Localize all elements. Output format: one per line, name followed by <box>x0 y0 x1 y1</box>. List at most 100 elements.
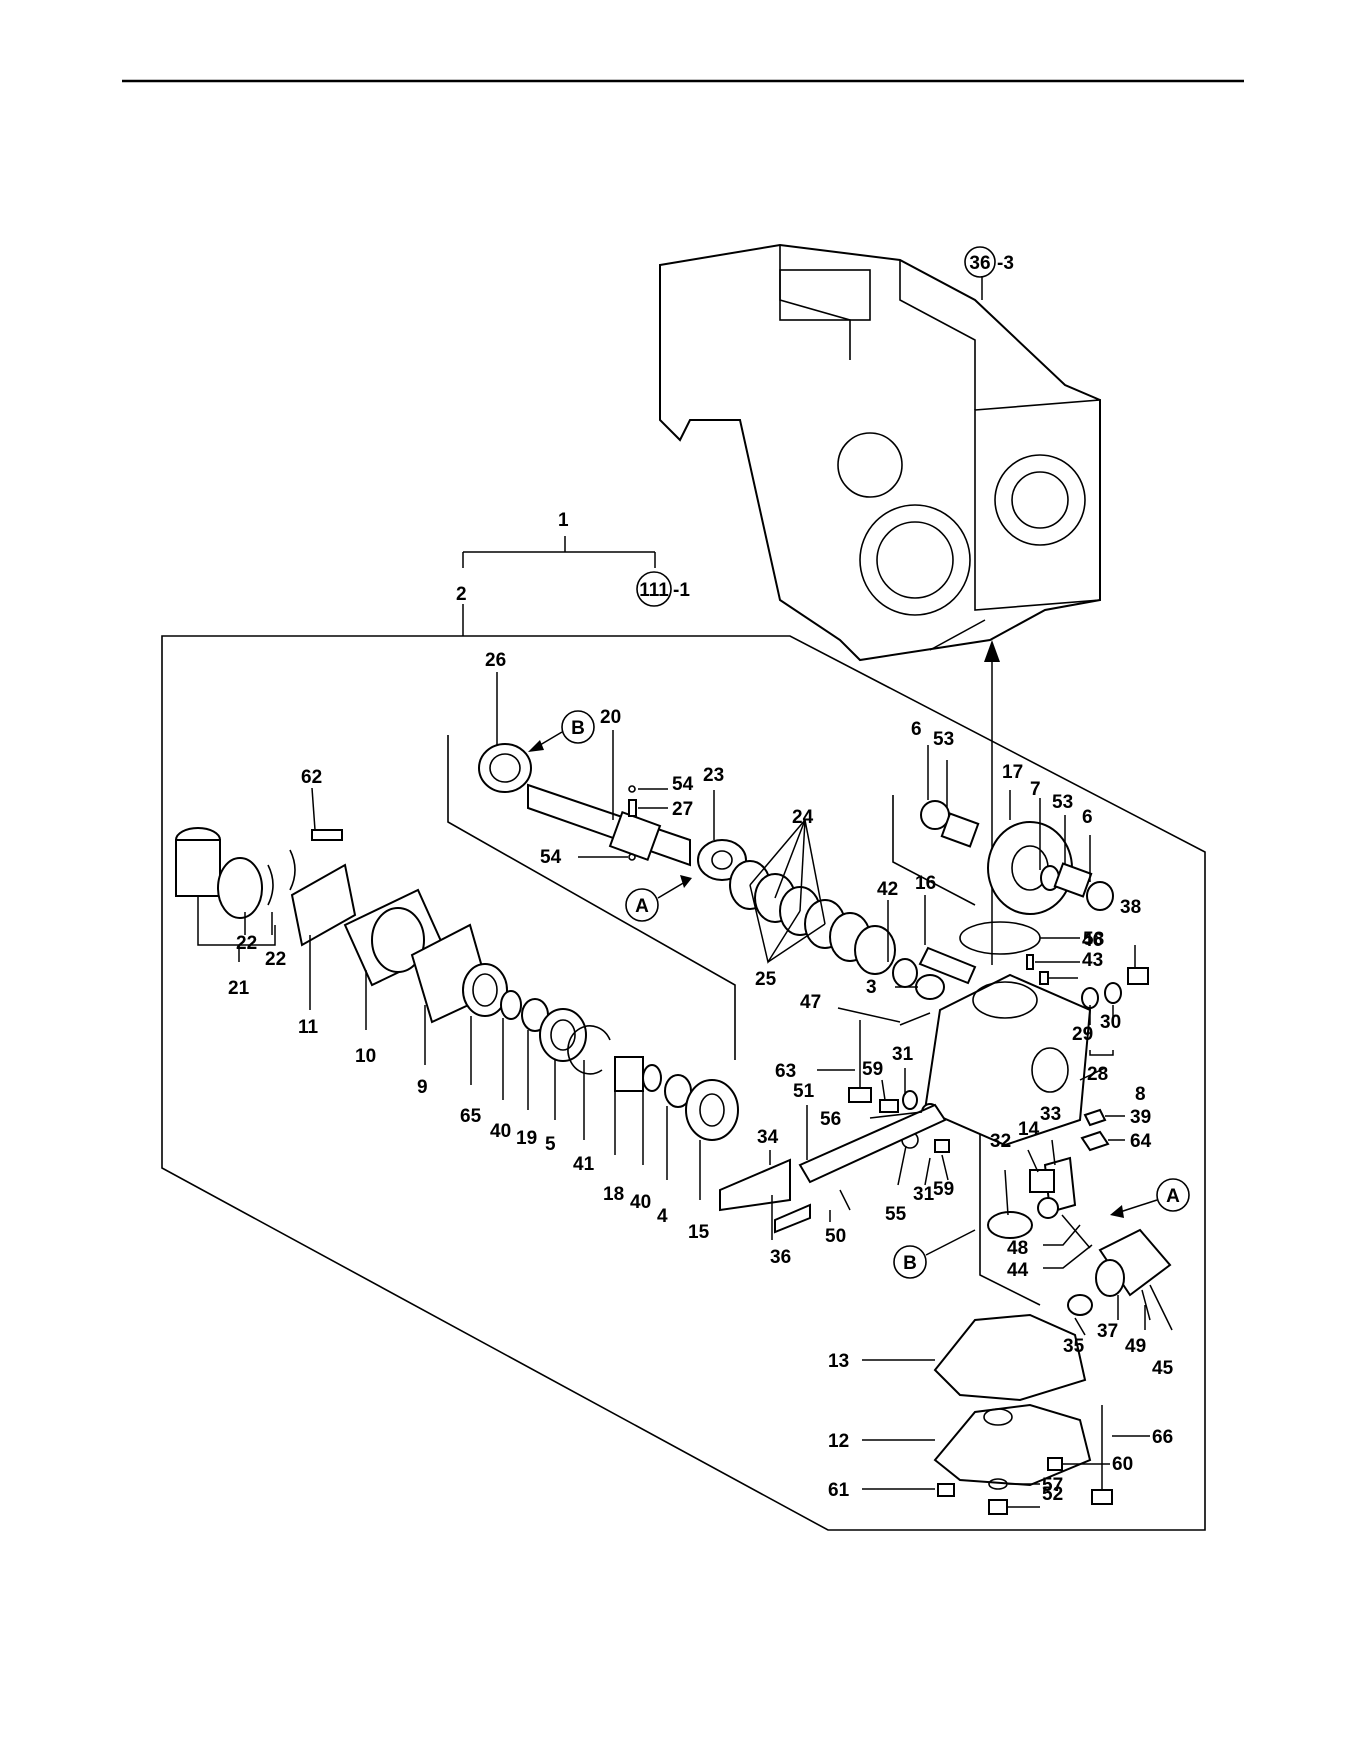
ring-40b <box>643 1065 661 1091</box>
callout-5: 5 <box>545 1134 556 1155</box>
bolt-60 <box>1048 1458 1062 1470</box>
clutch-discs-24-25 <box>730 861 895 974</box>
callout-19: 19 <box>516 1128 537 1149</box>
bolt-66 <box>1092 1405 1112 1504</box>
block-14 <box>1030 1170 1054 1192</box>
callout-59: 59 <box>862 1059 883 1080</box>
bolt-61 <box>938 1484 954 1496</box>
spring-35 <box>1068 1295 1092 1315</box>
callout-54: 54 <box>540 847 562 868</box>
needle-53a <box>942 814 978 847</box>
callout-62: 62 <box>301 767 322 788</box>
callout-31: 31 <box>913 1184 935 1205</box>
callout-24: 24 <box>792 807 814 828</box>
bearing-3 <box>916 975 944 999</box>
pin-45 <box>1150 1285 1172 1330</box>
callout-27: 27 <box>672 799 693 820</box>
callout-3: 3 <box>866 977 877 998</box>
callout-48: 48 <box>1007 1238 1028 1259</box>
callout-63: 63 <box>775 1061 796 1082</box>
callout-51: 51 <box>793 1081 815 1102</box>
callout-20: 20 <box>600 707 621 728</box>
pin-46 <box>1027 955 1033 969</box>
bolt-59b <box>935 1140 949 1152</box>
callout-33: 33 <box>1040 1104 1061 1125</box>
callout-47: 47 <box>800 992 821 1013</box>
bolt-62 <box>312 830 342 840</box>
fork-37 <box>1096 1230 1170 1296</box>
callout-49: 49 <box>1125 1336 1146 1357</box>
callout-60: 60 <box>1112 1454 1133 1475</box>
callout-25: 25 <box>755 969 777 990</box>
pin-44 <box>1062 1215 1090 1248</box>
callout-4: 4 <box>657 1206 668 1227</box>
callout-22: 22 <box>265 949 286 970</box>
callout-9: 9 <box>417 1077 428 1098</box>
case-8 <box>925 975 1090 1145</box>
callout-15: 15 <box>688 1222 710 1243</box>
clip-22a <box>268 865 273 905</box>
spring-27 <box>629 800 636 816</box>
callout-28: 28 <box>1087 1064 1108 1085</box>
callout-32: 32 <box>990 1131 1011 1152</box>
o-ring-58 <box>960 922 1040 954</box>
callout-34: 34 <box>757 1127 779 1148</box>
case-arrow <box>984 640 1000 662</box>
collar-18 <box>615 1057 643 1091</box>
callout-50: 50 <box>825 1226 846 1247</box>
callout-44: 44 <box>1007 1260 1029 1281</box>
callout-23: 23 <box>703 765 724 786</box>
callout-11: 11 <box>298 1017 319 1038</box>
clip-22b <box>290 850 295 890</box>
section-marker-b-top: B <box>528 711 594 752</box>
section-marker-a-right: A <box>1110 1179 1189 1218</box>
section-marker-a-left-label: A <box>635 896 649 917</box>
callout-64: 64 <box>1130 1131 1152 1152</box>
transmission-case <box>660 245 1100 660</box>
washer-6a <box>921 801 949 829</box>
section-marker-b-top-label: B <box>571 718 585 739</box>
callout-18: 18 <box>603 1184 624 1205</box>
section-marker-b-bottom-label: B <box>903 1253 917 1274</box>
pin-43 <box>1040 972 1048 984</box>
callout-7: 7 <box>1030 779 1041 800</box>
callout-35: 35 <box>1063 1336 1085 1357</box>
callout-21: 21 <box>228 978 250 999</box>
callout-41: 41 <box>573 1154 595 1175</box>
ref-circle-111-suffix: -1 <box>673 580 690 601</box>
callout-37: 37 <box>1097 1321 1118 1342</box>
callout-13: 13 <box>828 1351 849 1372</box>
callout-10: 10 <box>355 1046 376 1067</box>
subgroup-label: 2 <box>456 584 467 605</box>
callout-59: 59 <box>933 1179 954 1200</box>
callout-31: 31 <box>892 1044 914 1065</box>
callout-54: 54 <box>672 774 694 795</box>
callout-30: 30 <box>1100 1012 1121 1033</box>
callout-53: 53 <box>1052 792 1073 813</box>
callout-57: 57 <box>1042 1475 1063 1496</box>
callout-38: 38 <box>1120 897 1141 918</box>
callout-6: 6 <box>911 719 922 740</box>
ref-circle-111-number: 111 <box>639 580 669 601</box>
bearing-5 <box>540 1009 586 1061</box>
callout-65: 65 <box>460 1106 482 1127</box>
callout-36: 36 <box>770 1247 791 1268</box>
section-marker-a-right-label: A <box>1166 1186 1180 1207</box>
group-bracket: 1 2 111 -1 <box>456 510 690 636</box>
ref-circle-36-number: 36 <box>969 253 990 274</box>
gear-15 <box>686 1080 738 1140</box>
plate-11 <box>292 865 355 945</box>
bolt-59a <box>880 1100 898 1112</box>
nut-39 <box>1085 1110 1105 1125</box>
callout-55: 55 <box>885 1204 907 1225</box>
callout-8: 8 <box>1135 1084 1146 1105</box>
ball-54a <box>629 786 635 792</box>
callout-58: 58 <box>1083 929 1104 950</box>
ref-circle-36-suffix: -3 <box>997 253 1014 274</box>
ring-48 <box>1038 1198 1058 1218</box>
section-marker-b-bottom: B <box>894 1230 975 1278</box>
spring-32 <box>988 1212 1032 1238</box>
callout-43: 43 <box>1082 950 1103 971</box>
pin-49 <box>1142 1290 1150 1320</box>
pin-50 <box>840 1190 850 1210</box>
